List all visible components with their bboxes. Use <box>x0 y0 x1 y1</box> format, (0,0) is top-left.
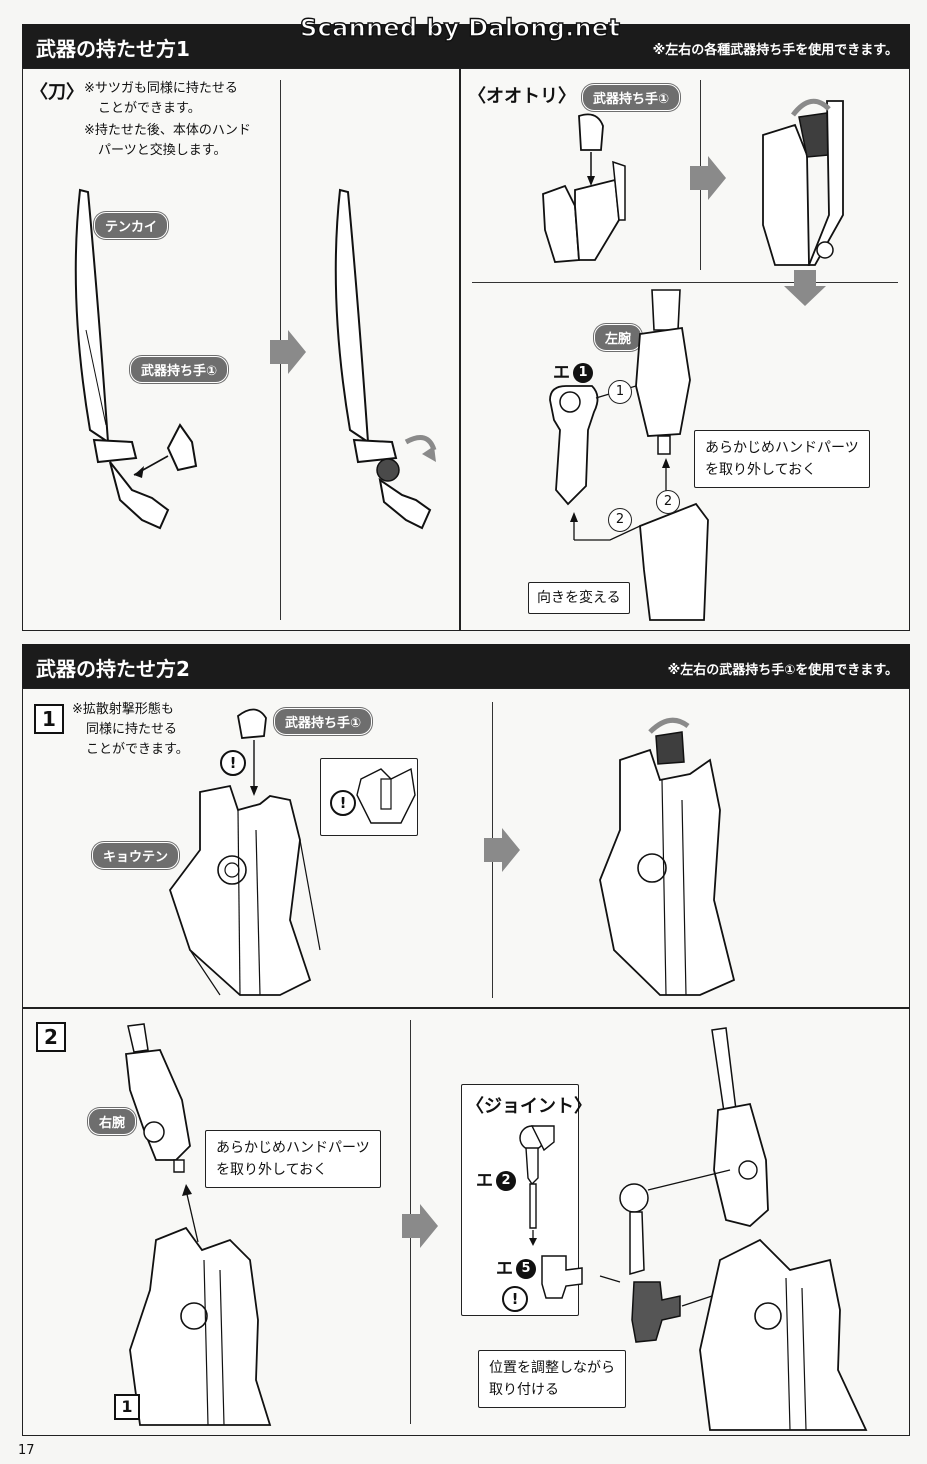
ootori-drawing-1 <box>542 113 626 263</box>
step2-number: 2 <box>36 1022 66 1052</box>
section1-note: ※左右の各種武器持ち手を使用できます。 <box>652 43 898 58</box>
adjust-position-callout: 位置を調整しながら 取り付ける <box>478 1350 626 1408</box>
step1-note-2: 同様に持たせる <box>86 722 178 737</box>
ootori-hand-label: 武器持ち手① <box>582 84 681 111</box>
step2-arrow-icon <box>402 1204 438 1248</box>
section1-header: 武器の持たせ方1 ※左右の各種武器持ち手を使用できます。 <box>22 24 910 68</box>
step1-detail-drawing <box>356 767 416 824</box>
step2-remove-hand-callout: あらかじめハンドパーツ を取り外しておく <box>205 1130 381 1188</box>
katana-heading: 〈刀〉 <box>30 82 84 103</box>
section1-title: 武器の持たせ方1 <box>36 37 190 61</box>
kyouten-drawing-1 <box>168 708 321 996</box>
step1-detail-warning-icon: ! <box>330 790 356 816</box>
ootori-step-arrow-icon <box>690 156 726 200</box>
joint-warning-icon: ! <box>502 1286 528 1312</box>
section2-note: ※左右の武器持ち手①を使用できます。 <box>667 663 898 678</box>
step2-callout-line-1: あらかじめハンドパーツ <box>216 1140 370 1156</box>
katana-drawing-1 <box>74 188 198 530</box>
step1-number: 1 <box>34 704 64 734</box>
katana-note-2: ことができます。 <box>98 101 201 116</box>
joint-part-a-prefix: エ <box>476 1171 493 1191</box>
katana-note-3: ※持たせた後、本体のハンド <box>84 123 251 138</box>
ootori-step-marker-3: 2 <box>608 508 632 532</box>
katana-note-1: ※サツガも同様に持たせる <box>84 81 238 96</box>
joint-part-b-number: 5 <box>516 1259 536 1279</box>
step1-warning-icon: ! <box>220 750 246 776</box>
section2-title: 武器の持たせ方2 <box>36 657 190 681</box>
ootori-hdivider <box>472 282 898 283</box>
joint-part-b-prefix: エ <box>496 1259 513 1279</box>
ootori-assembly-drawing <box>549 289 709 621</box>
ootori-remove-hand-callout: あらかじめハンドパーツ を取り外しておく <box>694 430 870 488</box>
left-arm-label: 左腕 <box>594 324 643 351</box>
right-arm-label: 右腕 <box>88 1108 137 1135</box>
step2-callout-line-2: を取り外しておく <box>216 1162 328 1178</box>
ootori-callout-line-1: あらかじめハンドパーツ <box>705 440 859 456</box>
adjust-line-1: 位置を調整しながら <box>489 1360 615 1376</box>
ootori-direction-callout: 向きを変える <box>528 582 630 614</box>
watermark: Scanned by Dalong.net <box>299 13 621 42</box>
step1-hand-label: 武器持ち手① <box>274 708 373 735</box>
step1-note-1: ※拡散射撃形態も <box>72 702 174 717</box>
joint-heading: 〈ジョイント〉 <box>466 1096 592 1117</box>
tenkai-label: テンカイ <box>94 212 169 239</box>
step2-drawing-2 <box>599 1027 868 1431</box>
ootori-step-marker-1: 1 <box>608 380 632 404</box>
step2-drawing-1 <box>125 1023 272 1426</box>
adjust-line-2: 取り付ける <box>489 1382 559 1398</box>
joint-part-a-number: 2 <box>496 1171 516 1191</box>
ootori-part-prefix: エ <box>553 363 570 383</box>
katana-note-4: パーツと交換します。 <box>98 143 227 158</box>
section2-header: 武器の持たせ方2 ※左右の武器持ち手①を使用できます。 <box>22 644 910 688</box>
katana-drawing-2 <box>334 188 437 530</box>
ootori-down-arrow-icon <box>784 270 826 306</box>
kyouten-label: キョウテン <box>92 842 180 869</box>
katana-panel <box>22 68 460 631</box>
ootori-part-number: 1 <box>573 363 593 383</box>
step2-ref-step: 1 <box>114 1394 140 1420</box>
ootori-heading: 〈オオトリ〉 <box>468 86 576 107</box>
step1-arrow-icon <box>484 828 520 872</box>
ootori-drawing-2 <box>762 98 844 266</box>
katana-hand-label: 武器持ち手① <box>130 356 229 383</box>
joint-drawing <box>519 1125 583 1299</box>
step1-note-3: ことができます。 <box>86 742 189 757</box>
page-number: 17 <box>18 1443 35 1458</box>
ootori-callout-line-2: を取り外しておく <box>705 462 817 478</box>
kyouten-drawing-2 <box>599 717 736 996</box>
katana-step-arrow-icon <box>270 330 306 374</box>
ootori-step-marker-2: 2 <box>656 490 680 514</box>
